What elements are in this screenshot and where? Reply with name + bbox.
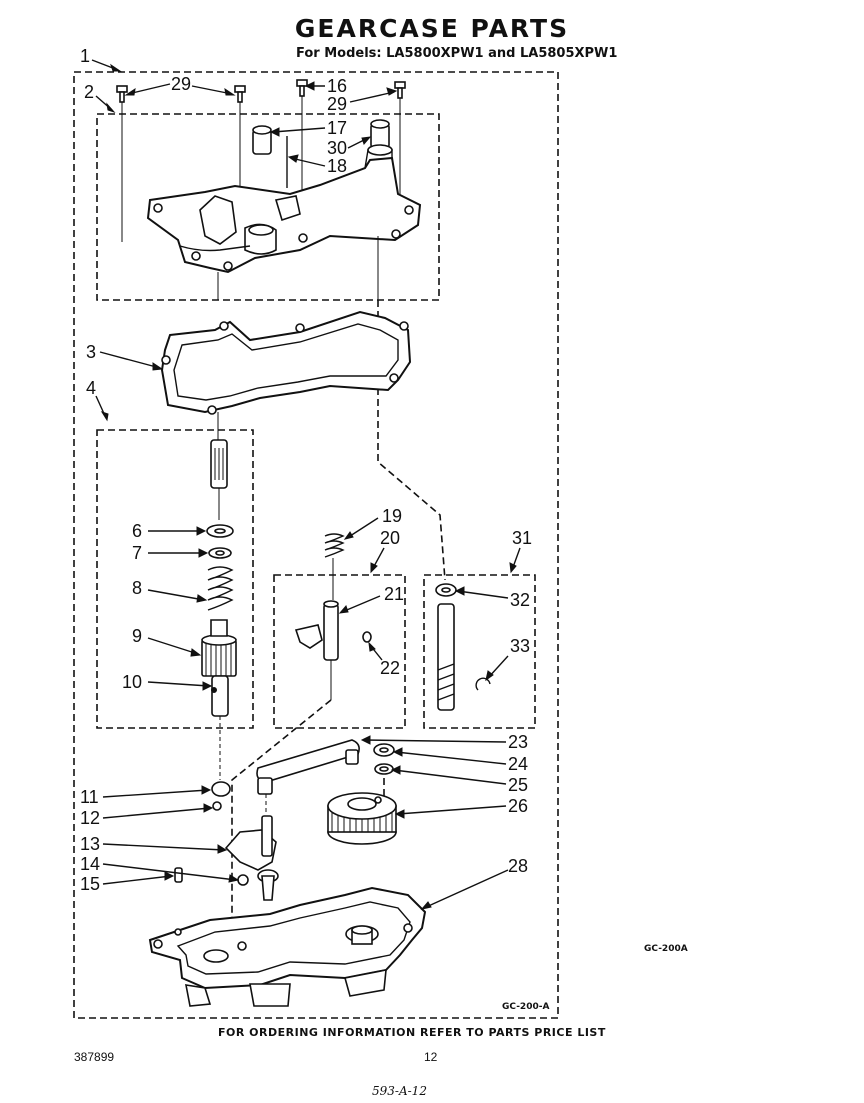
screw-29-right (394, 81, 406, 200)
leader-lines (91, 59, 521, 910)
gasket-3 (160, 310, 412, 440)
clip-22 (362, 631, 372, 643)
callout-21: 21 (384, 584, 404, 604)
callout-19: 19 (382, 506, 402, 526)
shifter-shaft-21 (294, 600, 339, 700)
callout-30: 30 (327, 138, 347, 158)
callout-6: 6 (132, 521, 142, 541)
gearcase-base-28 (148, 886, 427, 1007)
callout-4: 4 (86, 378, 96, 398)
gearcase-cover (146, 144, 422, 300)
callout-25: 25 (508, 775, 528, 795)
clip-14 (237, 874, 249, 886)
washer-25 (374, 763, 394, 775)
callout-15: 15 (80, 874, 100, 894)
callout-13: 13 (80, 834, 100, 854)
shaft-lower-10 (211, 675, 229, 780)
shifter-link-23 (256, 739, 360, 795)
callout-18: 18 (327, 156, 347, 176)
callout-labels: 1 2 3 4 6 7 8 9 10 11 12 13 14 15 16 17 … (80, 46, 532, 894)
outer-assembly-box (73, 71, 559, 1019)
ball-12 (212, 801, 222, 811)
shift-lever-13 (224, 815, 279, 901)
pinion-shaft (437, 603, 455, 711)
seal-11 (211, 781, 231, 797)
callout-16: 16 (327, 76, 347, 96)
washer-6 (206, 524, 234, 538)
callout-31: 31 (512, 528, 532, 548)
callout-22: 22 (380, 658, 400, 678)
callout-26: 26 (508, 796, 528, 816)
callout-32: 32 (510, 590, 530, 610)
callout-17: 17 (327, 118, 347, 138)
models-subtitle: For Models: LA5800XPW1 and LA5805XPW1 (296, 46, 618, 61)
callout-20: 20 (380, 528, 400, 548)
callout-29-right: 29 (327, 94, 347, 114)
agitate-shaft-upper (210, 439, 228, 520)
washer-24 (373, 743, 395, 757)
pinion-assembly-box (423, 574, 536, 729)
callout-8: 8 (132, 578, 142, 598)
figure-code-inside: GC-200-A (502, 1002, 550, 1012)
callout-23: 23 (508, 732, 528, 752)
callout-1: 1 (80, 46, 90, 66)
screw-29-middle (234, 85, 246, 190)
bushing-17 (252, 125, 272, 155)
bushing-30 (370, 119, 390, 149)
page-title: GEARCASE PARTS (294, 14, 570, 43)
main-gear-26 (327, 792, 397, 845)
page-number: 12 (424, 1050, 438, 1064)
screw-29-left (116, 85, 128, 242)
callout-10: 10 (122, 672, 142, 692)
shaft-assembly-box (96, 429, 254, 729)
callout-7: 7 (132, 543, 142, 563)
spring-8 (207, 566, 234, 611)
washer-32 (435, 583, 457, 597)
gear-9 (201, 619, 237, 677)
callout-9: 9 (132, 626, 142, 646)
callout-24: 24 (508, 754, 528, 774)
document-number: 387899 (74, 1050, 115, 1064)
callout-14: 14 (80, 854, 100, 874)
callout-3: 3 (86, 342, 96, 362)
figure-code-outside: GC-200A (644, 944, 688, 954)
retaining-ring-33 (475, 677, 491, 691)
callout-29-left: 29 (171, 74, 191, 94)
callout-2: 2 (84, 82, 94, 102)
drive-pin-15 (174, 867, 183, 883)
washer-7 (208, 547, 232, 559)
callout-12: 12 (80, 808, 100, 828)
callout-11: 11 (80, 787, 99, 807)
callout-28: 28 (508, 856, 528, 876)
ordering-note: FOR ORDERING INFORMATION REFER TO PARTS … (218, 1026, 606, 1039)
spring-19 (324, 533, 345, 600)
handwritten-note: 593-A-12 (372, 1084, 427, 1098)
cover-assembly-box (96, 113, 440, 301)
callout-33: 33 (510, 636, 530, 656)
